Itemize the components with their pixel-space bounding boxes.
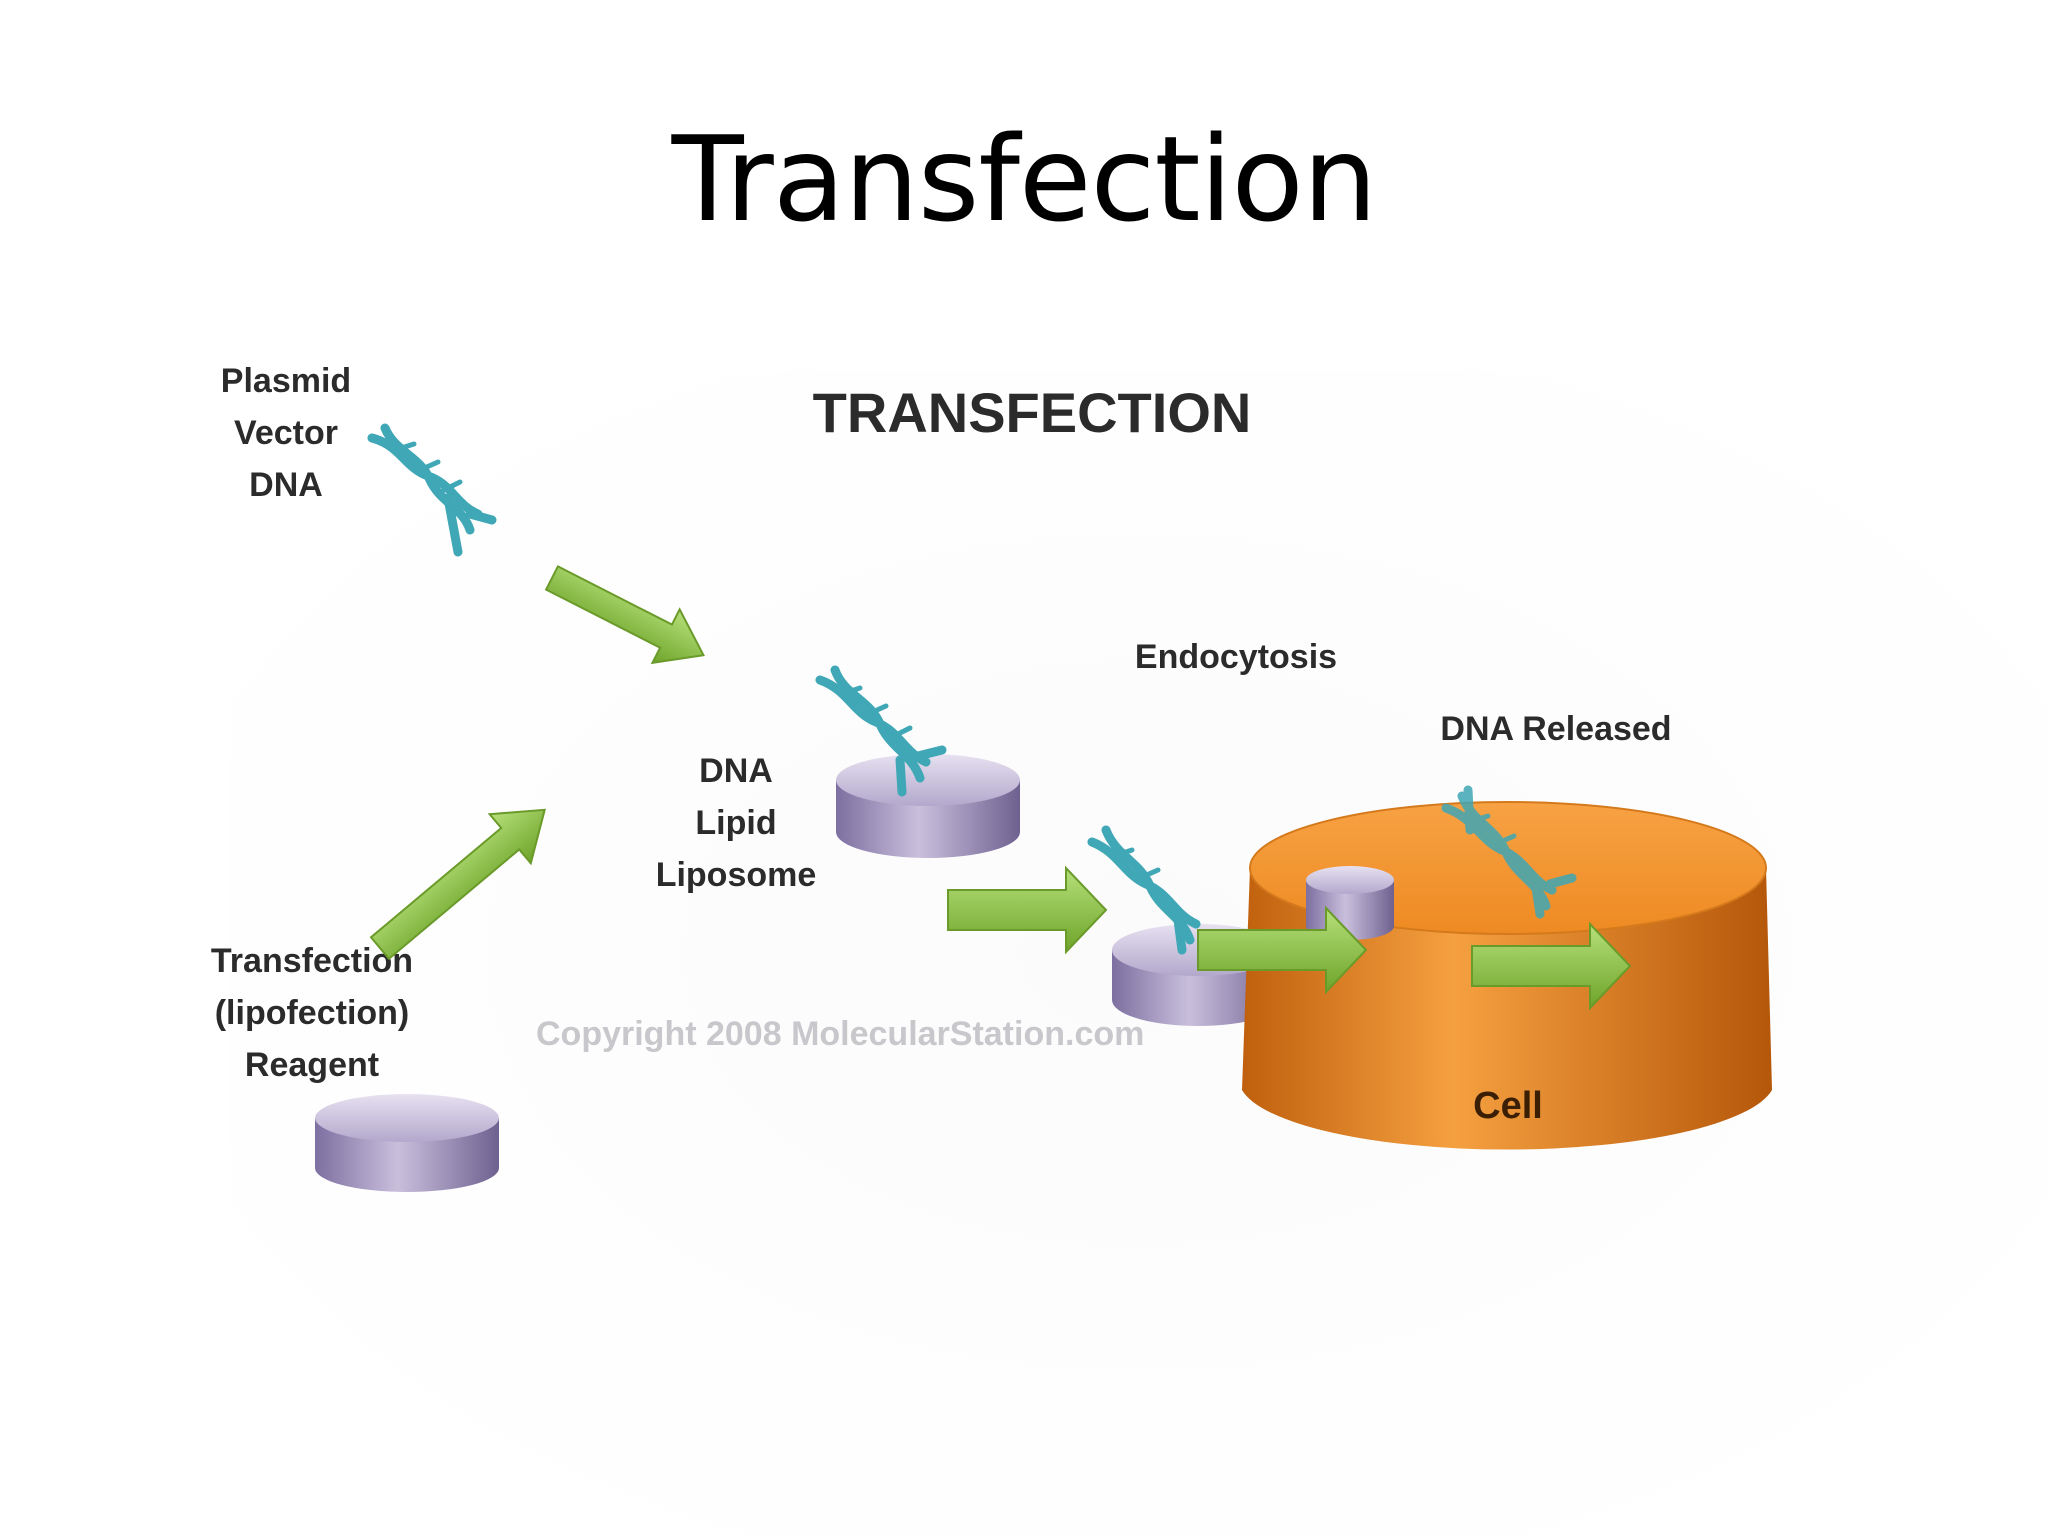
svg-text:DNA: DNA <box>249 466 323 504</box>
liposome-label: DNA Lipid Liposome <box>656 752 817 894</box>
svg-text:Reagent: Reagent <box>245 1046 379 1084</box>
liposome-dna-icon <box>815 665 947 797</box>
slide-title: Transfection <box>671 110 1378 248</box>
arrow-into-cell <box>1197 905 1368 995</box>
svg-text:Lipid: Lipid <box>695 804 776 842</box>
absorbed-lipid-disc <box>1306 866 1394 940</box>
figure-heading: TRANSFECTION <box>813 381 1252 444</box>
svg-text:Vector: Vector <box>234 414 338 452</box>
reagent-label: Transfection (lipofection) Reagent <box>211 942 413 1084</box>
plasmid-label: Plasmid Vector DNA <box>221 362 351 504</box>
endocytosis-label: Endocytosis <box>1135 638 1337 676</box>
dna-released-label: DNA Released <box>1440 710 1671 748</box>
released-dna-icon <box>1441 785 1577 919</box>
cell-cylinder <box>1242 801 1772 1150</box>
plasmid-dna-icon <box>367 423 497 557</box>
svg-text:Plasmid: Plasmid <box>221 362 351 400</box>
arrow-dna-release <box>1471 921 1632 1011</box>
reagent-lipid-disc <box>315 1094 499 1192</box>
svg-text:Liposome: Liposome <box>656 856 817 894</box>
copyright-watermark: Copyright 2008 MolecularStation.com <box>536 1015 1144 1053</box>
arrow-plasmid-to-liposome <box>544 565 706 665</box>
endocytosis-dna-icon <box>1087 825 1201 955</box>
arrow-reagent-to-liposome <box>369 808 547 961</box>
liposome-disc <box>836 754 1020 858</box>
arrow-liposome-to-endocytosis <box>947 865 1108 955</box>
svg-text:(lipofection): (lipofection) <box>215 994 410 1032</box>
svg-text:DNA: DNA <box>699 752 773 790</box>
cell-label: Cell <box>1473 1085 1543 1127</box>
